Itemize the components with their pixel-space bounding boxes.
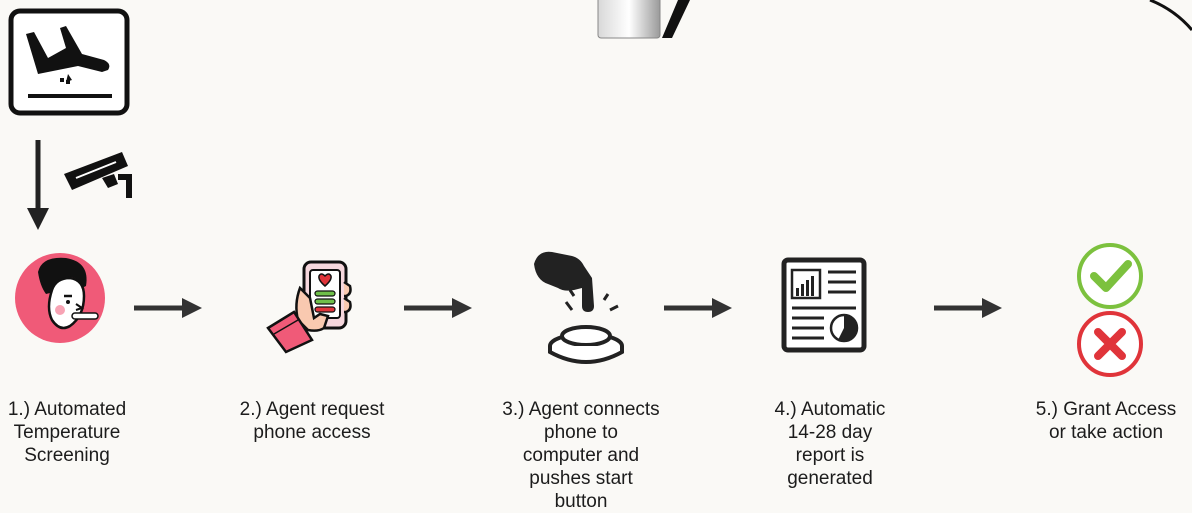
flow-arrow-3 [664,296,734,320]
step-1-label: 1.) Automated Temperature Screening [7,399,127,466]
step-2-label: 2.) Agent request phone access [239,399,385,443]
flow-arrow-4 [934,296,1004,320]
airplane-arrival-icon [8,8,130,116]
step-3-label: 3.) Agent connects phone to computer and… [502,399,660,512]
cross-icon [1077,311,1143,377]
arc-fragment [1120,0,1192,40]
step-5-label: 5.) Grant Access or take action [1035,399,1177,443]
check-and-cross-icon [1072,242,1148,380]
report-document-icon [780,256,870,354]
face-thermometer-icon [12,252,112,344]
flow-arrow-2 [404,296,474,320]
hand-phone-icon [264,258,364,354]
down-arrow-icon [24,140,52,232]
check-icon [1077,243,1143,309]
flow-arrow-1 [134,296,204,320]
security-camera-icon [62,148,138,202]
step-4-label: 4.) Automatic 14-28 day report is genera… [774,399,886,489]
device-fragment [590,0,730,42]
finger-press-button-icon [528,248,628,368]
